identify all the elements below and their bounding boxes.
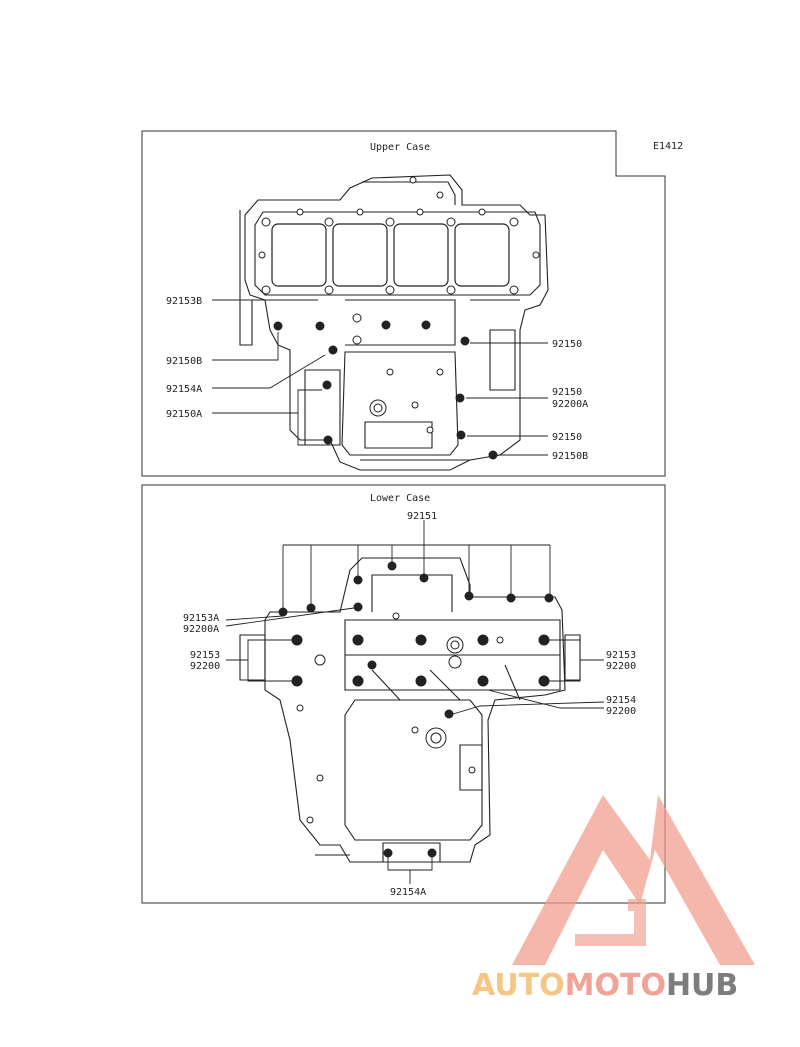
lower-case-panel: Lower Case [141,484,666,904]
upper-callouts: 92153B 92150B 92154A 92150A 92150 92150 … [166,296,588,462]
lower-bolts [278,561,554,858]
lower-case-title: Lower Case [370,493,430,504]
callout-92200-left: 92200 [190,661,220,672]
cylinder-bores [271,223,510,287]
callout-92150a: 92150A [166,409,202,420]
callout-92151: 92151 [407,511,437,522]
upper-case-title: Upper Case [370,142,430,153]
callout-92153-right: 92153 [606,650,636,661]
diagram-code: E1412 [653,141,683,152]
lower-leader-lines [225,520,605,884]
upper-leader-lines [212,299,548,456]
upper-crankcase-drawing [239,174,549,471]
callout-92153a: 92153A [183,613,219,624]
watermark-text: AUTOMOTOHUB [472,968,738,1003]
callout-92150b: 92150B [166,356,202,367]
automotohub-watermark: AUTOMOTOHUB [472,795,755,1003]
callout-92153b: 92153B [166,296,202,307]
upper-bolts [273,320,498,460]
callout-92200-right: 92200 [606,661,636,672]
callout-92154a: 92154A [390,887,426,898]
callout-92154a: 92154A [166,384,202,395]
callout-92200-right-low: 92200 [606,706,636,717]
callout-92150-mid: 92150 [552,387,582,398]
lower-holes [296,612,504,824]
callout-92153-left: 92153 [190,650,220,661]
callout-92154: 92154 [606,695,636,706]
callout-92200a: 92200A [552,399,588,410]
lower-crankcase-drawing [239,557,581,863]
watermark-moto: MOTO [565,968,666,1003]
watermark-logo-icon [512,795,755,965]
callout-92200a-left: 92200A [183,624,219,635]
lower-callouts: 92151 92153A 92200A 92153 92200 92153 92… [183,511,636,898]
callout-92150-low: 92150 [552,432,582,443]
stud-holes [258,176,540,434]
watermark-auto: AUTO [472,968,565,1003]
watermark-hub: HUB [666,968,738,1003]
upper-case-panel: E1412 Upper Case [141,130,683,477]
callout-92150b-right: 92150B [552,451,588,462]
callout-92150-top: 92150 [552,339,582,350]
